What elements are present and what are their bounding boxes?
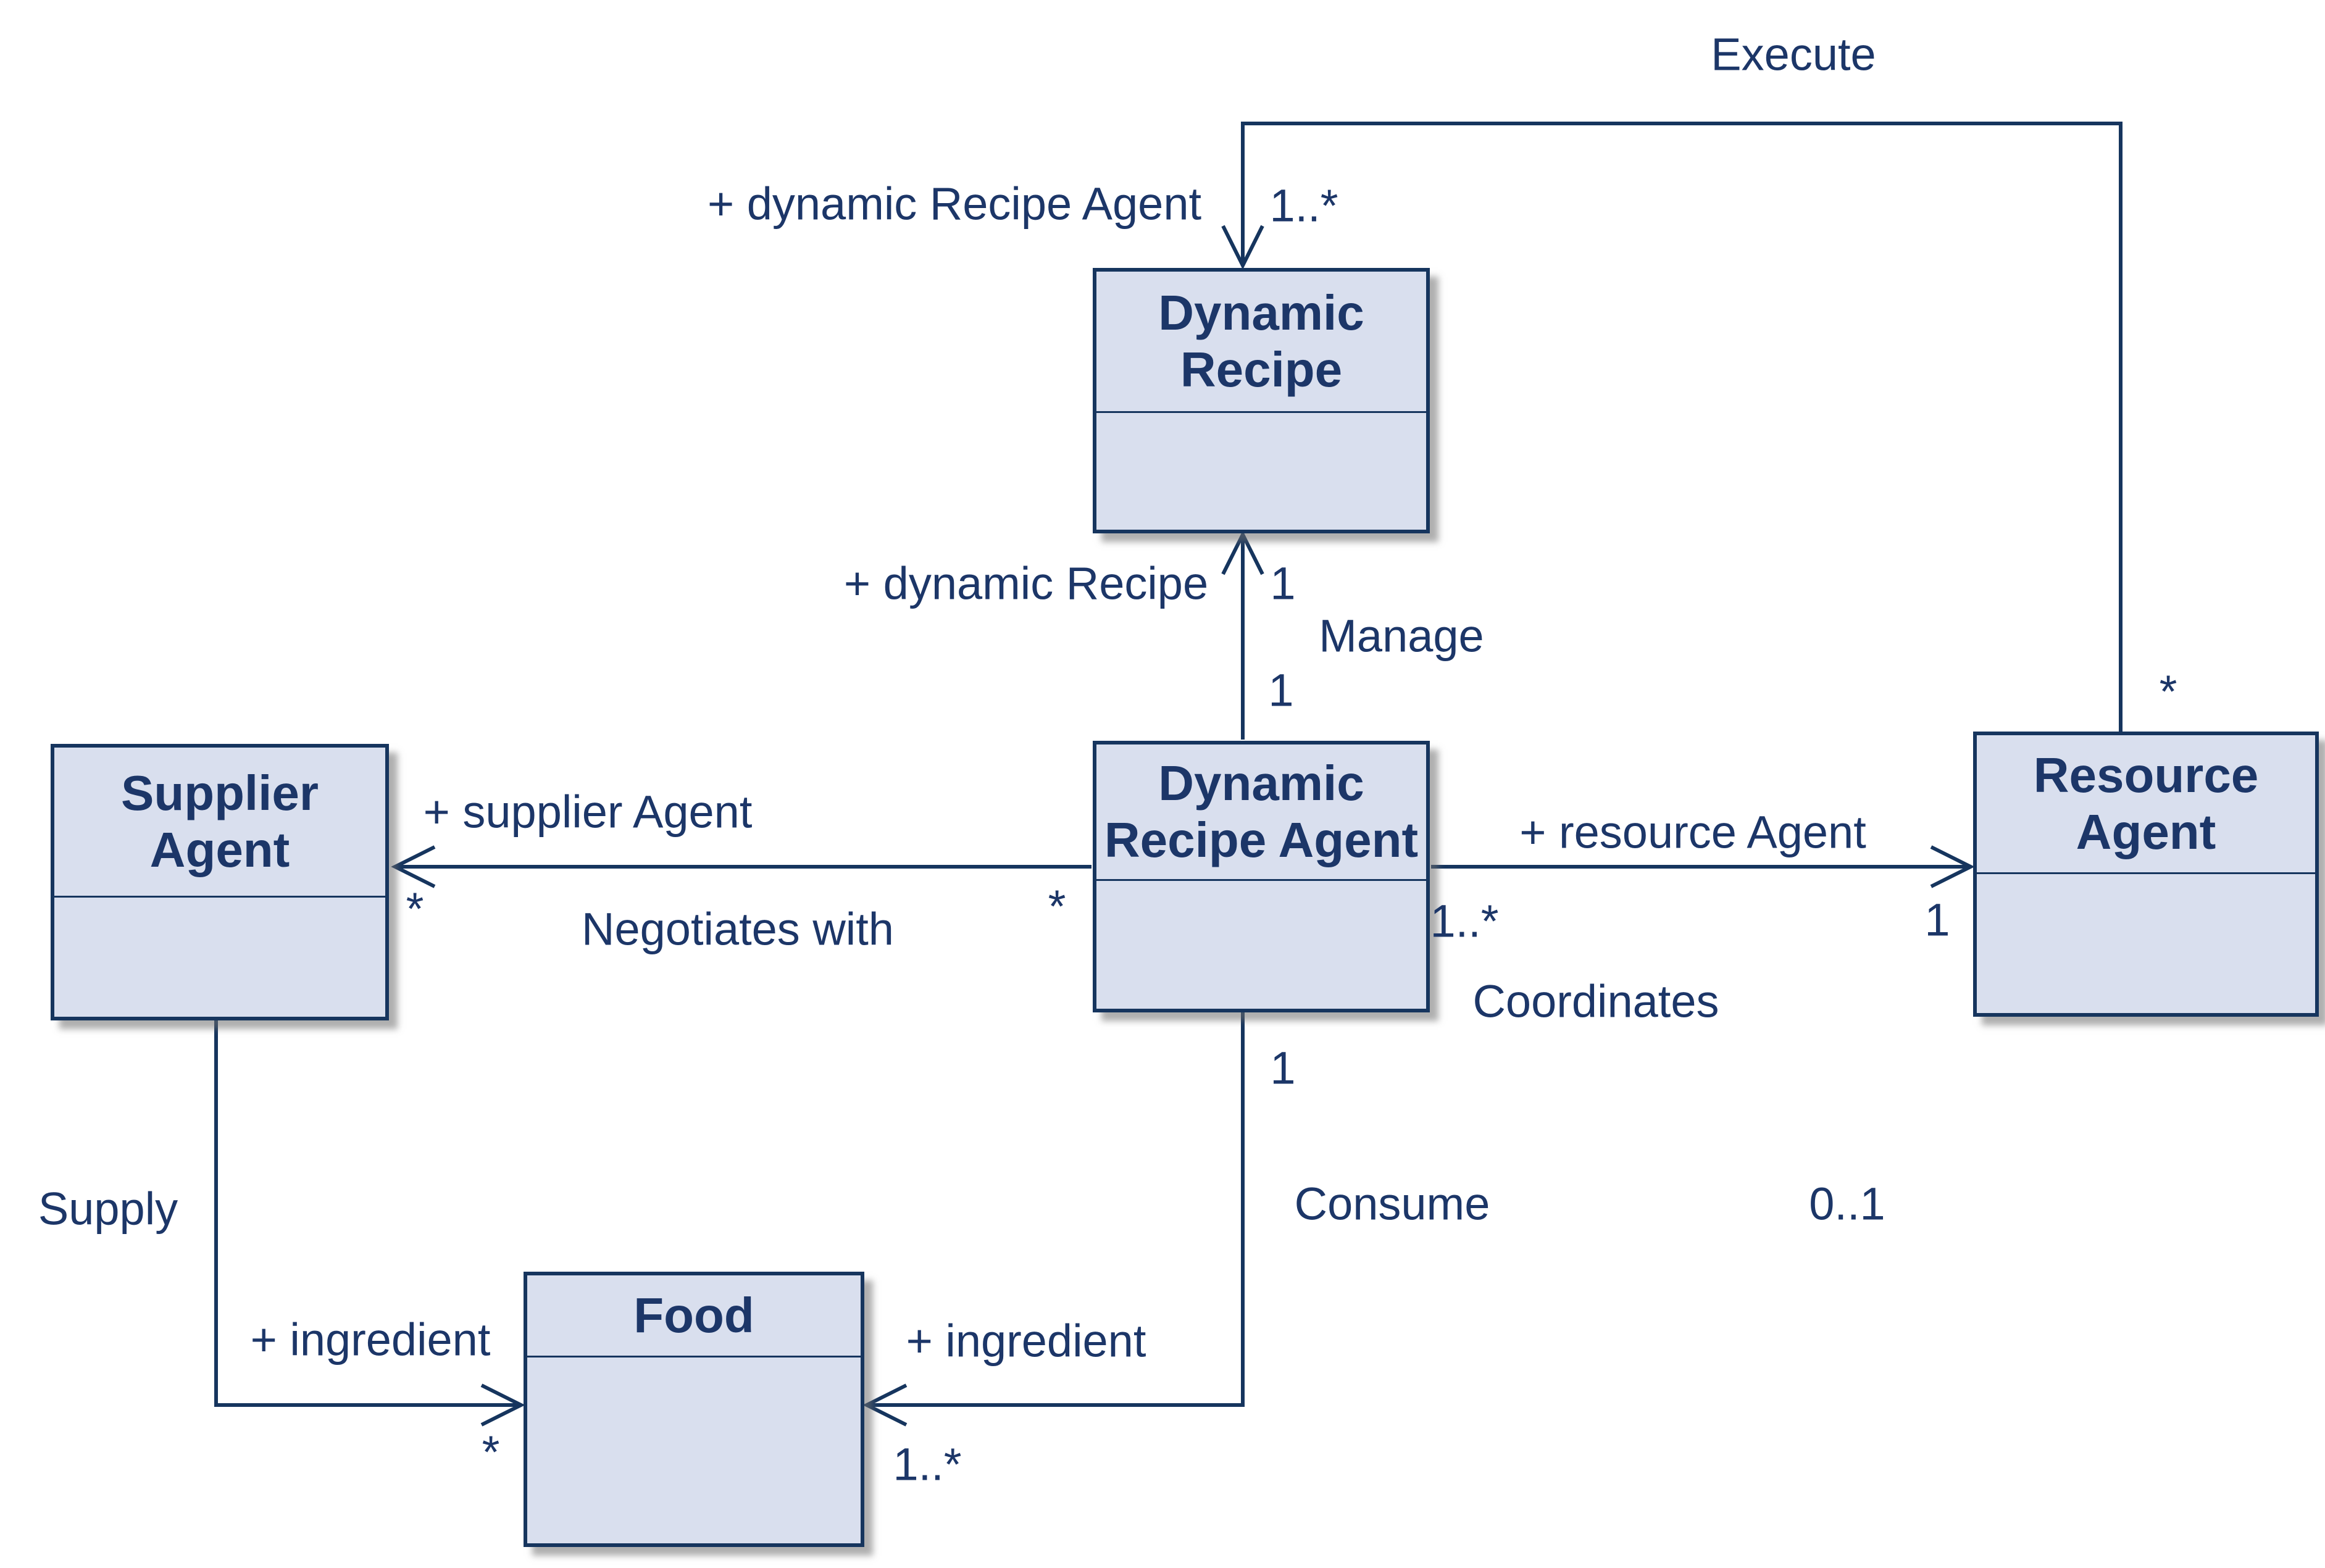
class-body-food <box>527 1357 861 1543</box>
coordinates-arrowhead <box>1930 845 1975 888</box>
class-dynamic-recipe: Dynamic Recipe <box>1093 268 1430 533</box>
class-body-supplier-agent <box>54 898 385 1017</box>
multiplicity-execute-recipe-end: 1..* <box>1269 180 1338 231</box>
multiplicity-consume-agent-end: 1 <box>1270 1042 1296 1094</box>
class-supplier-agent: Supplier Agent <box>51 744 389 1020</box>
role-resource-agent: + resource Agent <box>1519 806 1866 858</box>
association-name-consume: Consume <box>1294 1178 1490 1230</box>
class-dynamic-recipe-agent: Dynamic Recipe Agent <box>1093 741 1430 1012</box>
class-title-dynamic-recipe-agent: Dynamic Recipe Agent <box>1096 744 1426 881</box>
role-supplier-agent: + supplier Agent <box>423 786 753 838</box>
multiplicity-consume-food-end: 1..* <box>893 1438 962 1490</box>
class-body-resource-agent <box>1977 874 2315 1013</box>
multiplicity-negotiates-supplier-end: * <box>406 883 424 935</box>
multiplicity-coordinates-agent-end: 1..* <box>1430 895 1499 947</box>
role-ingredient-supply: + ingredient <box>250 1314 491 1366</box>
role-dynamic-recipe-agent: + dynamic Recipe Agent <box>707 178 1202 230</box>
consume-connector <box>867 1012 1245 1407</box>
role-ingredient-consume: + ingredient <box>906 1315 1146 1367</box>
multiplicity-manage-recipe-end: 1 <box>1270 557 1296 609</box>
association-name-coordinates: Coordinates <box>1472 975 1719 1027</box>
consume-arrowhead <box>862 1383 908 1427</box>
role-dynamic-recipe: + dynamic Recipe <box>843 557 1209 609</box>
class-resource-agent: Resource Agent <box>1973 732 2319 1017</box>
multiplicity-negotiates-agent-end: * <box>1048 880 1066 932</box>
association-name-supply: Supply <box>38 1183 178 1235</box>
multiplicity-supply-food-end: * <box>482 1426 500 1478</box>
association-name-manage: Manage <box>1319 610 1484 662</box>
manage-arrowhead <box>1221 530 1264 575</box>
multiplicity-coordinates-resource-end: 1 <box>1924 894 1950 946</box>
multiplicity-execute-resource-end: * <box>2159 665 2177 717</box>
supply-arrowhead <box>480 1383 525 1427</box>
supply-connector <box>214 1020 521 1407</box>
negotiates-arrowhead <box>391 845 436 888</box>
execute-arrowhead <box>1221 225 1264 270</box>
class-title-resource-agent: Resource Agent <box>1977 735 2315 874</box>
class-title-supplier-agent: Supplier Agent <box>54 748 385 898</box>
association-name-negotiates-with: Negotiates with <box>582 903 894 955</box>
multiplicity-manage-agent-end: 1 <box>1268 664 1294 716</box>
multiplicity-floating: 0..1 <box>1809 1178 1885 1230</box>
class-title-dynamic-recipe: Dynamic Recipe <box>1096 272 1426 413</box>
class-food: Food <box>524 1272 864 1547</box>
execute-connector <box>1241 122 2123 732</box>
class-title-food: Food <box>527 1275 861 1357</box>
class-body-dynamic-recipe-agent <box>1096 881 1426 1009</box>
class-body-dynamic-recipe <box>1096 413 1426 530</box>
association-name-execute: Execute <box>1711 28 1876 80</box>
